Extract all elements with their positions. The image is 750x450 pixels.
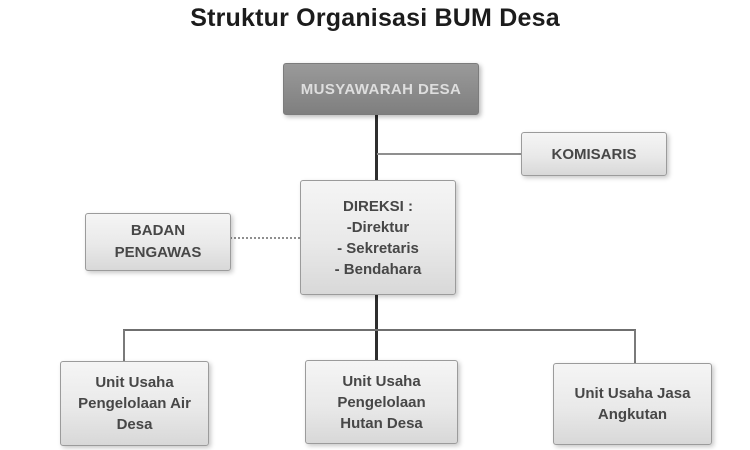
unit-air-label-line1: Unit Usaha <box>95 374 174 391</box>
unit-hutan-label-line3: Hutan Desa <box>340 414 423 432</box>
connector-direksi-units <box>375 295 378 362</box>
unit-air-label-line3: Desa <box>116 416 153 433</box>
connector-units-bus <box>123 329 636 331</box>
komisaris-label: KOMISARIS <box>551 145 637 163</box>
unit-usaha-air-node: Unit Usaha Pengelolaan Air Desa <box>60 361 209 446</box>
direksi-item-sekretaris: - Sekretaris <box>337 239 419 257</box>
connector-musyawarah-direksi <box>375 115 378 180</box>
direksi-item-bendahara: - Bendahara <box>334 260 422 278</box>
komisaris-node: KOMISARIS <box>521 132 667 176</box>
connector-to-komisaris <box>377 153 521 155</box>
unit-usaha-jasa-node: Unit Usaha Jasa Angkutan <box>553 363 712 445</box>
direksi-node: DIREKSI : -Direktur - Sekretaris - Benda… <box>300 180 456 295</box>
unit-jasa-label-line2: Angkutan <box>597 406 668 423</box>
unit-air-label-line2: Pengelolaan Air <box>78 395 191 412</box>
direksi-item-direktur: -Direktur <box>346 218 410 236</box>
musyawarah-desa-label: MUSYAWARAH DESA <box>300 80 462 98</box>
unit-hutan-label-line2: Pengelolaan <box>337 393 426 411</box>
connector-drop-unit-air <box>123 330 125 361</box>
unit-hutan-label-line1: Unit Usaha <box>342 372 421 390</box>
direksi-heading: DIREKSI : <box>342 197 413 215</box>
connector-drop-unit-jasa <box>634 330 636 363</box>
musyawarah-desa-node: MUSYAWARAH DESA <box>283 63 479 115</box>
unit-usaha-hutan-node: Unit Usaha Pengelolaan Hutan Desa <box>305 360 458 444</box>
unit-jasa-label-line1: Unit Usaha Jasa <box>574 385 691 402</box>
badan-pengawas-label-line2: PENGAWAS <box>114 244 202 261</box>
badan-pengawas-label-line1: BADAN <box>130 222 186 239</box>
page-title: Struktur Organisasi BUM Desa <box>190 4 560 32</box>
connector-badan-pengawas-dotted <box>230 237 300 239</box>
badan-pengawas-node: BADAN PENGAWAS <box>85 213 231 271</box>
